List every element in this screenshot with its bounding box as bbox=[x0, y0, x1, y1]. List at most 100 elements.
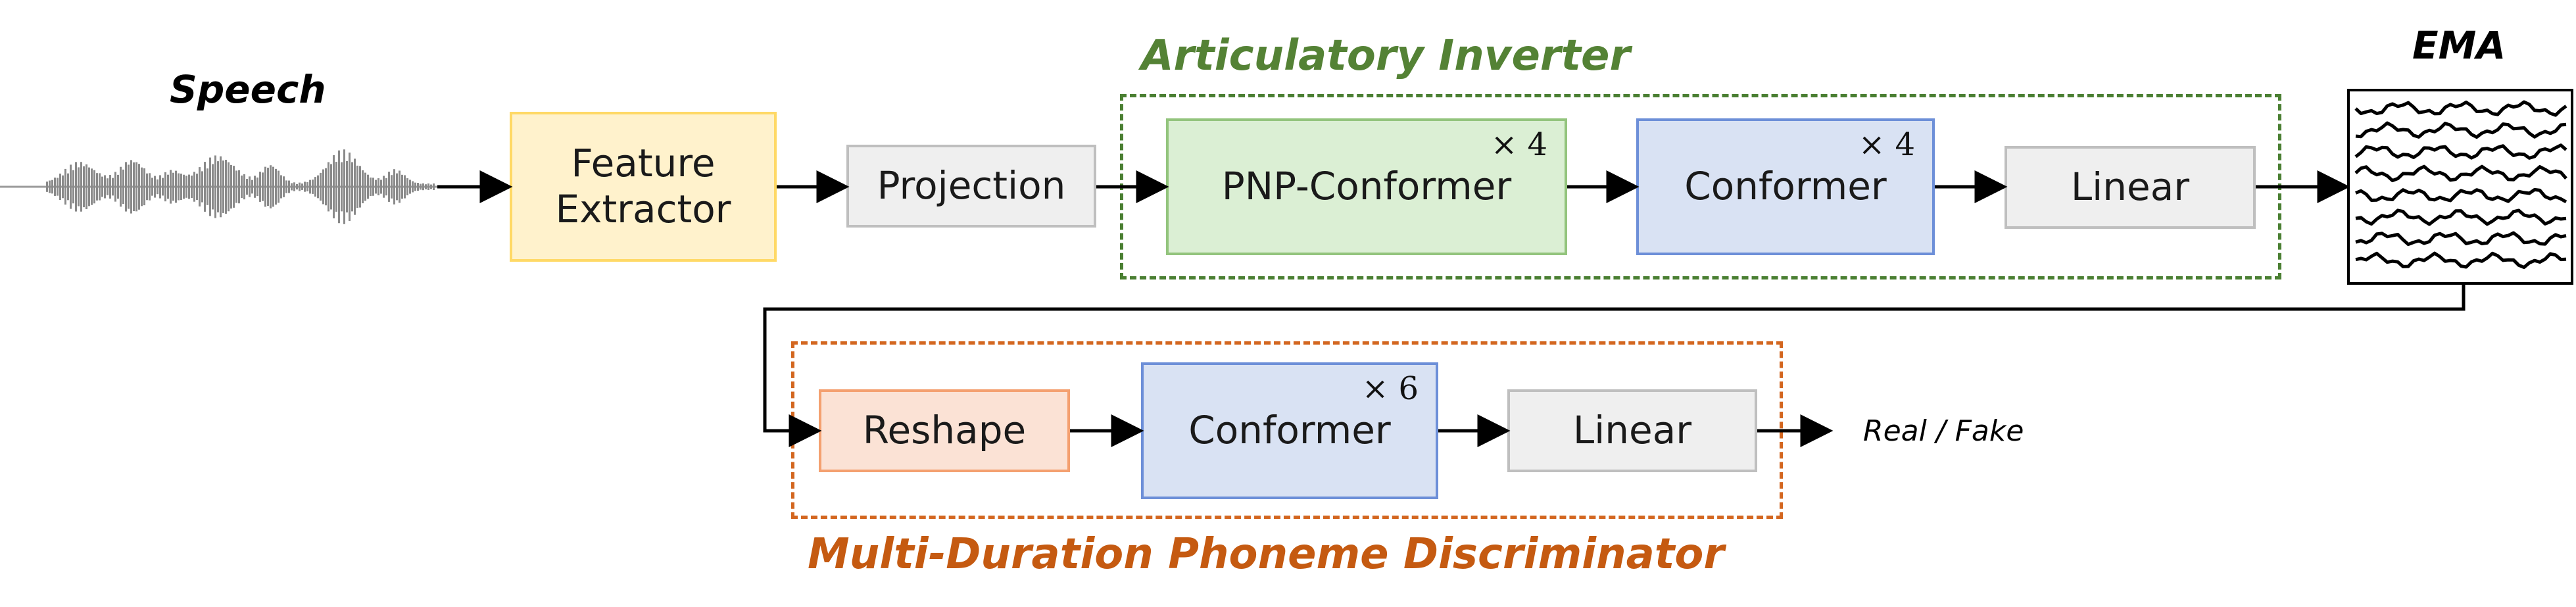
conformer-bottom-block: × 6 Conformer bbox=[1141, 362, 1438, 499]
linear-bottom-label: Linear bbox=[1572, 408, 1692, 453]
feature-extractor-line1: Feature bbox=[571, 141, 716, 186]
waveform-bar bbox=[149, 173, 151, 201]
waveform-bar bbox=[207, 168, 208, 205]
ema-trajectory-line bbox=[2354, 164, 2567, 183]
waveform-bar bbox=[241, 175, 243, 199]
waveform-bar bbox=[67, 173, 69, 201]
waveform-bar bbox=[396, 173, 398, 201]
waveform-bar bbox=[262, 172, 264, 201]
waveform-bar bbox=[57, 178, 59, 196]
waveform-bar bbox=[46, 182, 48, 192]
waveform-bar bbox=[120, 166, 122, 207]
waveform-bar bbox=[296, 183, 298, 190]
arrow-ema-to-reshape bbox=[763, 284, 2466, 447]
waveform-bar bbox=[291, 183, 293, 191]
waveform-bar bbox=[49, 180, 51, 193]
waveform-bar bbox=[162, 178, 164, 196]
waveform-bar bbox=[185, 176, 187, 198]
waveform-bar bbox=[362, 170, 364, 204]
waveform-bar bbox=[272, 166, 274, 207]
waveform-bar bbox=[212, 164, 214, 210]
waveform-bar bbox=[75, 162, 77, 212]
ema-trajectory-line bbox=[2355, 121, 2567, 139]
waveform-bar bbox=[188, 174, 190, 199]
waveform-bar bbox=[254, 176, 256, 198]
waveform-bar bbox=[80, 162, 82, 212]
waveform-bar bbox=[267, 167, 269, 206]
waveform-bar bbox=[151, 178, 153, 196]
pnp-conformer-block: × 4 PNP-Conformer bbox=[1166, 118, 1567, 255]
waveform-bar bbox=[335, 162, 337, 212]
waveform-bar bbox=[341, 162, 343, 212]
waveform-bar bbox=[333, 155, 335, 219]
waveform-bar bbox=[420, 183, 422, 190]
waveform-bar bbox=[128, 164, 130, 209]
waveform-bar bbox=[264, 166, 266, 207]
waveform-bar bbox=[101, 176, 103, 197]
waveform-bar bbox=[146, 173, 148, 201]
waveform-bar bbox=[141, 167, 143, 206]
waveform-bar bbox=[430, 184, 432, 189]
speech-label: Speech bbox=[170, 67, 326, 112]
waveform-bar bbox=[375, 180, 377, 194]
waveform-bar bbox=[249, 176, 251, 197]
waveform-bar bbox=[193, 172, 195, 202]
waveform-bar bbox=[78, 167, 80, 206]
waveform-bar bbox=[107, 178, 109, 195]
waveform-bar bbox=[275, 168, 277, 205]
waveform-bar bbox=[157, 179, 158, 195]
ema-trajectory-line bbox=[2355, 187, 2567, 204]
waveform-bar bbox=[233, 166, 235, 208]
waveform-bar bbox=[377, 178, 379, 195]
waveform-bar bbox=[270, 165, 272, 208]
waveform-bar bbox=[70, 164, 72, 209]
waveform-bar bbox=[354, 158, 356, 215]
waveform-bar bbox=[256, 177, 258, 197]
waveform-bar bbox=[178, 173, 180, 201]
waveform-bar bbox=[91, 168, 93, 205]
waveform-bar bbox=[222, 160, 224, 213]
conformer-bottom-label: Conformer bbox=[1188, 408, 1391, 453]
waveform-bar bbox=[209, 157, 211, 216]
waveform-bar bbox=[214, 155, 216, 218]
waveform-bar bbox=[143, 168, 145, 206]
waveform-bar bbox=[167, 174, 169, 199]
waveform-bar bbox=[125, 162, 127, 212]
waveform-bar bbox=[54, 178, 56, 196]
waveform-bar bbox=[320, 172, 322, 201]
waveform-bar bbox=[385, 178, 387, 196]
conformer-bottom-repeat: × 6 bbox=[1361, 370, 1419, 407]
waveform-bar bbox=[293, 182, 295, 191]
waveform-bar bbox=[246, 179, 248, 195]
conformer-top-block: × 4 Conformer bbox=[1636, 118, 1935, 255]
waveform-bar bbox=[301, 183, 303, 190]
waveform-bar bbox=[135, 162, 137, 212]
waveform-bar bbox=[180, 174, 182, 200]
feature-extractor-line2: Extractor bbox=[555, 187, 731, 231]
waveform-bar bbox=[314, 177, 316, 197]
conformer-top-repeat: × 4 bbox=[1858, 126, 1915, 163]
waveform-bar bbox=[414, 182, 416, 191]
reshape-label: Reshape bbox=[862, 408, 1027, 453]
waveform-bar bbox=[191, 175, 193, 199]
ema-trajectory-line bbox=[2355, 231, 2567, 247]
pnp-conformer-repeat: × 4 bbox=[1490, 126, 1547, 163]
waveform-bar bbox=[383, 176, 385, 198]
waveform-bar bbox=[409, 180, 411, 194]
waveform-bar bbox=[204, 162, 206, 212]
waveform-bar bbox=[62, 175, 64, 199]
waveform-bar bbox=[238, 170, 240, 204]
waveform-bar bbox=[278, 170, 279, 203]
waveform-bar bbox=[170, 170, 172, 204]
ema-trajectories-icon bbox=[2347, 89, 2573, 285]
waveform-bar bbox=[183, 174, 185, 199]
waveform-bar bbox=[159, 175, 161, 199]
waveform-bar bbox=[280, 175, 282, 199]
waveform-bar bbox=[228, 162, 230, 212]
linear-top-label: Linear bbox=[2070, 164, 2190, 210]
projection-block: Projection bbox=[846, 145, 1096, 228]
waveform-bar bbox=[88, 167, 90, 206]
ema-label: EMA bbox=[2412, 23, 2506, 68]
articulatory-inverter-title: Articulatory Inverter bbox=[1141, 32, 1630, 80]
